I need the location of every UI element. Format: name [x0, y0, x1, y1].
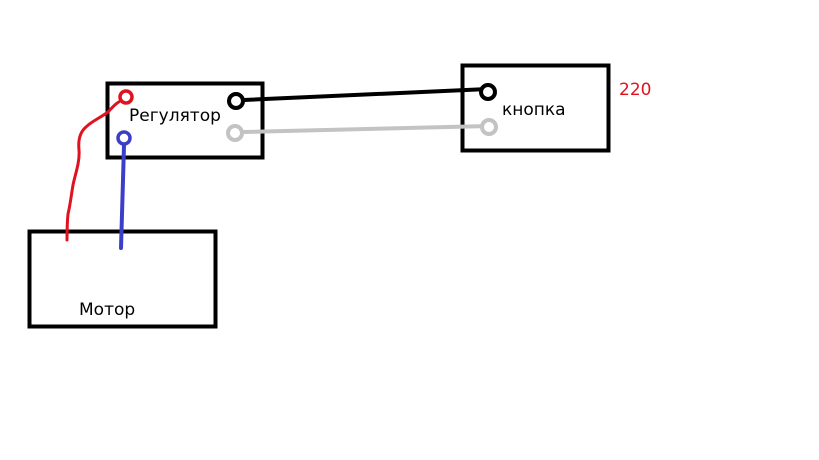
regulator-gray-terminal — [226, 124, 244, 142]
button-gray-terminal — [480, 118, 498, 136]
button-label: кнопка — [502, 100, 566, 120]
motor-label: Мотор — [79, 300, 135, 320]
gray-wire — [242, 124, 491, 134]
regulator-label: Регулятор — [129, 106, 221, 126]
button-black-terminal — [479, 83, 497, 101]
red-wire — [65, 97, 127, 242]
blue-wire — [119, 143, 126, 250]
regulator-black-terminal — [227, 92, 245, 110]
regulator-blue-terminal — [116, 130, 132, 146]
black-wire — [242, 87, 490, 102]
voltage-label: 220 — [619, 80, 651, 100]
button-box — [460, 63, 611, 153]
regulator-box — [105, 81, 265, 160]
regulator-red-terminal — [118, 89, 134, 105]
